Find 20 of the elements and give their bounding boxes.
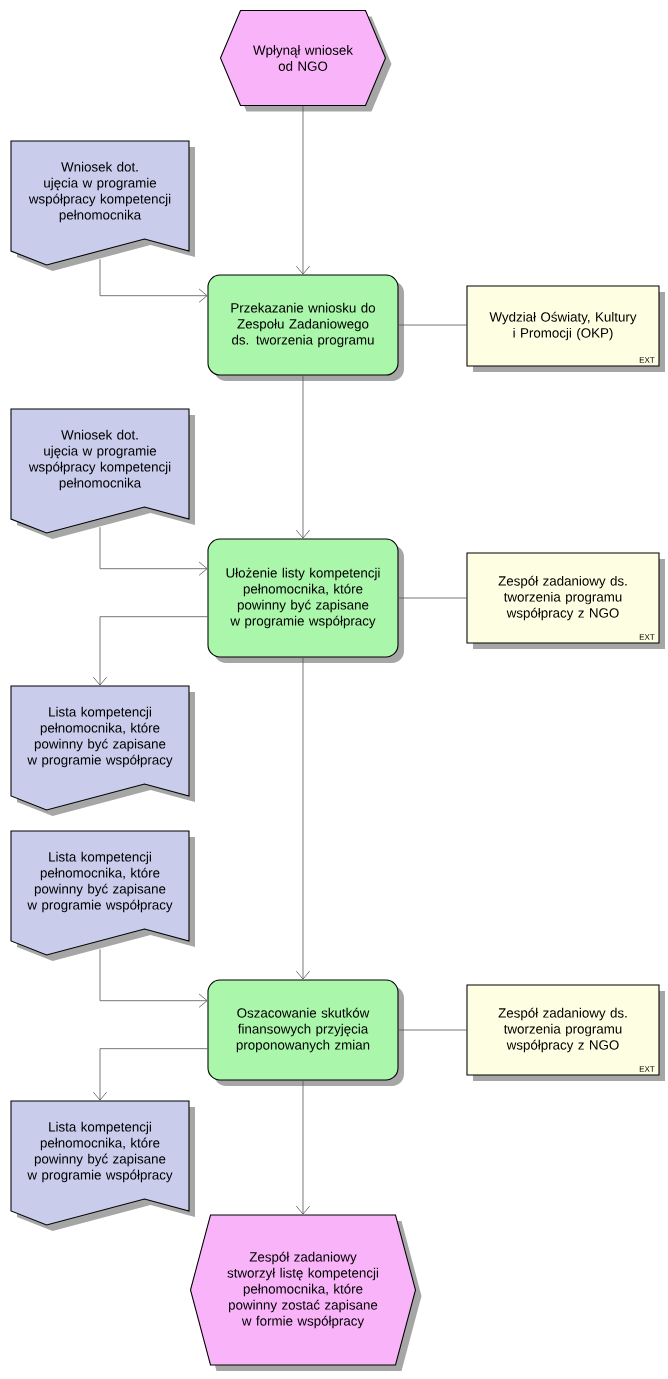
connector-line [397, 597, 468, 599]
arrow [295, 1079, 311, 1215]
arrow [99, 526, 208, 576]
connector-line [397, 324, 468, 326]
connector-line [397, 1029, 468, 1031]
arrow [92, 1048, 209, 1101]
external-box: Zespół zadaniowy ds. tworzenia programu współpracy z NGO EXT [466, 984, 665, 1081]
external-box: Wydział Oświaty, Kultury i Promocji (OKP) EXT [466, 285, 665, 372]
arrow [92, 616, 209, 686]
arrow [295, 656, 311, 980]
arrow [295, 105, 311, 275]
external-box: Zespół zadaniowy ds. tworzenia programu współpracy z NGO EXT [466, 552, 665, 649]
process-box: Przekazanie wniosku do Zespołu Zadaniowego ds. tworzenia programu [207, 274, 404, 381]
event-hexagon: Zespół zadaniowy stworzył listę kompetencji pełnomocnika, które powinny zostać zapisane w formie współpracy [189, 1214, 422, 1371]
process-box: Oszacowanie skutków finansowych przyjęcia proponowanych zmian [207, 979, 404, 1086]
process-box: Ułożenie listy kompetencji pełnomocnika, które powinny być zapisane w programie współpracy [207, 538, 404, 663]
arrow [295, 374, 311, 539]
event-hexagon: Wpłynął wniosek od NGO [219, 10, 392, 112]
arrow [99, 258, 208, 303]
arrow [99, 948, 208, 1008]
